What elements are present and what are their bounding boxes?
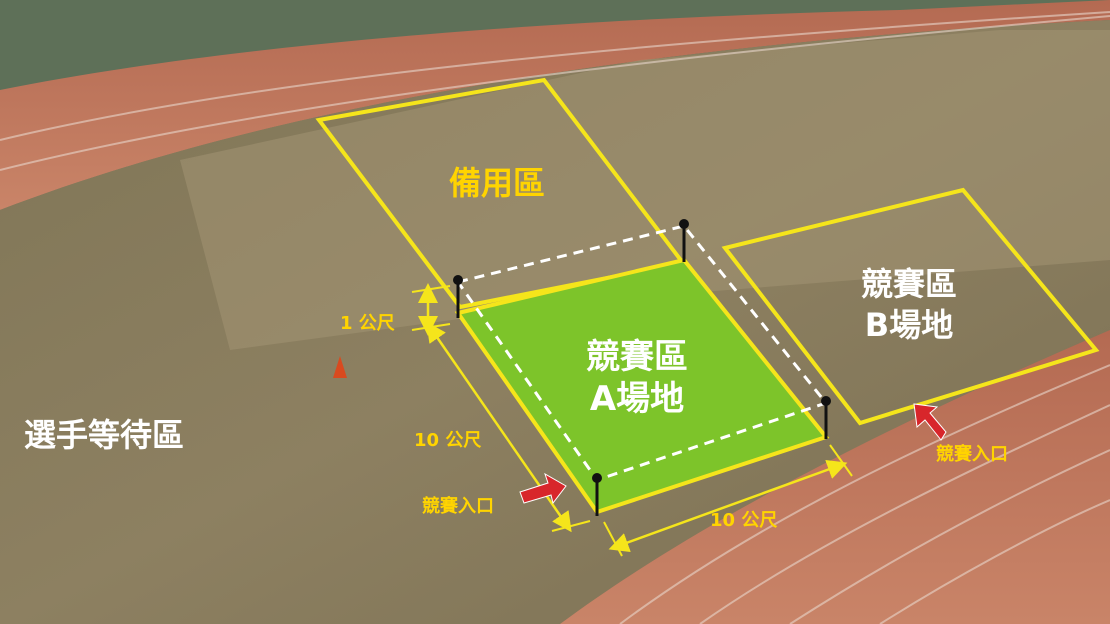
track-lane-lines xyxy=(0,11,1110,624)
entrance-b-arrow-icon xyxy=(913,403,947,441)
traffic-cone xyxy=(333,356,347,378)
waiting-area-label: 選手等待區 xyxy=(24,416,184,454)
dimension-10m-left-label: 10 公尺 xyxy=(414,430,481,451)
worn-field-patch xyxy=(180,30,1110,350)
dimension-10m-bottom xyxy=(603,444,853,557)
court-b-label-line1: 競賽區 xyxy=(861,265,957,303)
entrance-a-arrow-icon xyxy=(519,472,567,505)
court-b-outline xyxy=(721,187,1100,426)
court-a-posts xyxy=(453,219,831,516)
dimension-10m-bottom-label: 10 公尺 xyxy=(710,510,777,531)
court-b-label-line2: B場地 xyxy=(865,306,953,344)
court-a-label-line1: 競賽區 xyxy=(586,337,688,377)
dimension-1m-label: 1 公尺 xyxy=(340,313,395,334)
entrance-a-label: 競賽入口 xyxy=(422,495,494,517)
reserve-area-label: 備用區 xyxy=(449,164,545,202)
top-running-track xyxy=(0,0,1110,210)
entrance-b-label: 競賽入口 xyxy=(936,443,1008,465)
court-a-label-line2: A場地 xyxy=(590,379,684,419)
